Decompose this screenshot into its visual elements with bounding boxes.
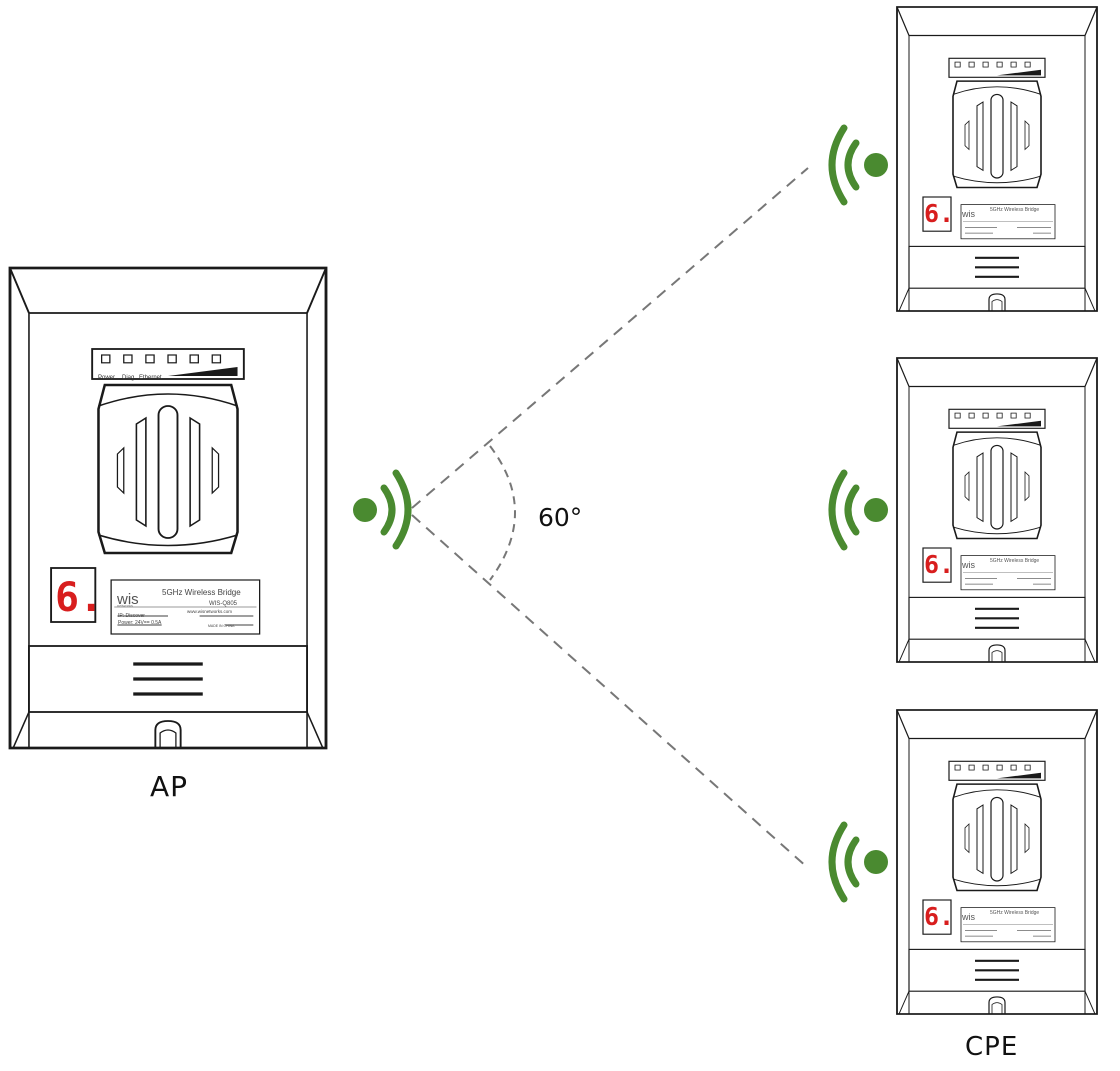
- led-label-power: Power: [98, 375, 115, 381]
- ap-label-line-power: Power: 24V== 0.5A: [118, 620, 162, 626]
- cpe-device-2: [895, 356, 1099, 664]
- cpe-device-1: [895, 5, 1099, 313]
- ap-caption: AP: [150, 770, 189, 803]
- link-lines: [411, 167, 809, 869]
- cpe3-digit-display: 6.: [924, 902, 954, 931]
- angle-arc: [489, 445, 516, 581]
- link-to-cpe-bottom: [411, 514, 809, 869]
- cpe-caption: CPE: [965, 1032, 1019, 1062]
- ap-device: [8, 266, 328, 750]
- ap-led-labels: Power Diag Ethernet: [98, 375, 162, 381]
- cpe-device-3: [895, 708, 1099, 1016]
- ap-label-line-ip: IP: Discover: [118, 613, 145, 619]
- angle-label: 60°: [538, 503, 583, 532]
- cpe3-logo: wis: [961, 912, 975, 922]
- cpe2-digit-display: 6.: [924, 550, 954, 579]
- ap-product-label: wis networks 5GHz Wireless Bridge WIS-Q8…: [116, 588, 241, 628]
- cpe2-product-title: 5GHz Wireless Bridge: [990, 558, 1039, 564]
- ap-digit-display: 6.: [55, 575, 103, 621]
- cpe1-signal-icon: [828, 124, 888, 206]
- cpe3-product-title: 5GHz Wireless Bridge: [990, 910, 1039, 916]
- cpe1-logo: wis: [961, 209, 975, 219]
- ap-label-line-web: www.wisnetworks.com: [187, 609, 232, 614]
- ap-model: WIS-Q805: [209, 601, 238, 607]
- cpe1-product-title: 5GHz Wireless Bridge: [990, 207, 1039, 213]
- cpe1-digit-display: 6.: [924, 199, 954, 228]
- link-to-cpe-top: [411, 167, 809, 509]
- ap-label-line-made: MADE IN CHINA: [208, 624, 235, 628]
- led-label-diag: Diag: [122, 375, 134, 381]
- cpe-product-labels: wis 5GHz Wireless Bridge wis 5GHz Wirele…: [961, 207, 1039, 922]
- led-label-ethernet: Ethernet: [139, 375, 162, 381]
- ap-logo-sub: networks: [117, 603, 133, 608]
- ap-logo: wis: [116, 591, 139, 608]
- ap-signal-icon: [353, 469, 412, 550]
- ap-product-title: 5GHz Wireless Bridge: [162, 588, 241, 597]
- cpe2-signal-icon: [828, 469, 888, 551]
- cpe3-signal-icon: [828, 821, 888, 903]
- cpe2-logo: wis: [961, 560, 975, 570]
